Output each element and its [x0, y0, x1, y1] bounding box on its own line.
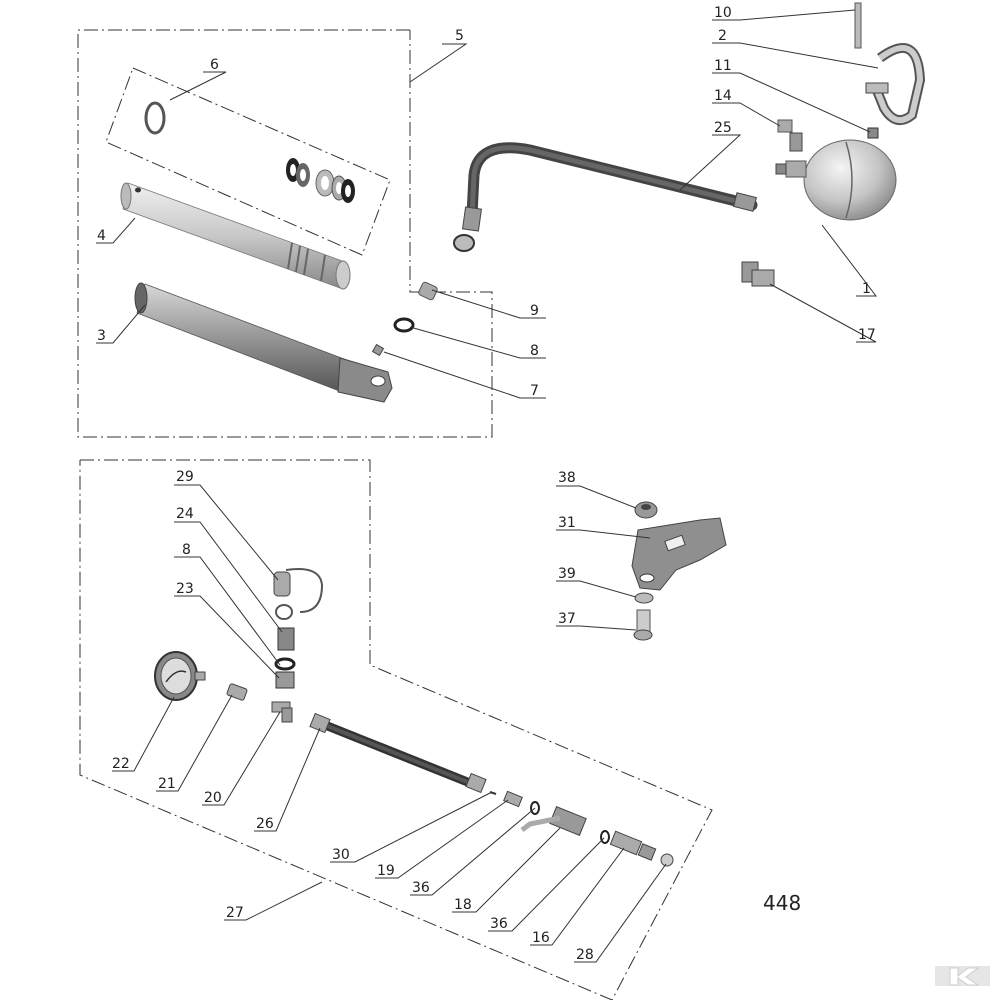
group-27-boundary: [79, 459, 713, 1000]
bolt-37: [633, 609, 653, 641]
hose-26: [309, 712, 487, 794]
callout-5: 5: [455, 28, 464, 44]
callout-17: 17: [858, 327, 876, 343]
leader-lines: [96, 9, 879, 963]
mounting-bracket: [631, 517, 727, 591]
callout-2: 2: [718, 28, 727, 44]
tee-20: [271, 701, 293, 723]
callout-11: 11: [714, 58, 732, 74]
callout-6: 6: [210, 57, 219, 73]
seal-36: [600, 830, 610, 844]
clamp-band: [865, 43, 926, 126]
callout-31: 31: [558, 515, 576, 531]
callout-26: 26: [256, 816, 274, 832]
callout-16: 16: [532, 930, 550, 946]
cylinder-tube: [134, 282, 393, 403]
callout-18: 18: [454, 897, 472, 913]
callout-8: 8: [530, 343, 539, 359]
washer-39: [634, 592, 654, 604]
callout-23: 23: [176, 581, 194, 597]
callout-10: 10: [714, 5, 732, 21]
callout-25: 25: [714, 120, 732, 136]
callout-38: 38: [558, 470, 576, 486]
callout-20: 20: [204, 790, 222, 806]
callout-36-first: 36: [412, 880, 430, 896]
callout-24: 24: [176, 506, 194, 522]
hose-25: [453, 142, 758, 252]
nut-11: [867, 127, 879, 139]
bolt-10: [854, 2, 862, 49]
callout-8-testkit: 8: [182, 542, 191, 558]
ball-valve-18: [520, 806, 587, 836]
callout-7: 7: [530, 383, 539, 399]
fittings-14: [777, 119, 803, 152]
callout-36-second: 36: [490, 916, 508, 932]
group-5-boundary: [77, 29, 493, 438]
callout-30: 30: [332, 847, 350, 863]
callout-4: 4: [97, 228, 106, 244]
callout-29: 29: [176, 469, 194, 485]
callout-27: 27: [226, 905, 244, 921]
callout-3: 3: [97, 328, 106, 344]
callout-21: 21: [158, 776, 176, 792]
callout-37: 37: [558, 611, 576, 627]
test-coupling-29: [273, 568, 324, 620]
gauge-22: [154, 651, 206, 701]
group-6-boundary: [105, 67, 391, 256]
fittings-9-8-7: [371, 281, 438, 357]
fitting-21: [226, 683, 248, 701]
callout-9: 9: [530, 303, 539, 319]
callout-22: 22: [112, 756, 130, 772]
elbow-17: [741, 261, 775, 287]
brand-logo-mark: [935, 966, 990, 986]
callout-14: 14: [714, 88, 732, 104]
nut-38: [634, 501, 658, 519]
figure-number: 448: [763, 891, 801, 915]
callout-39: 39: [558, 566, 576, 582]
accumulator: [775, 139, 897, 221]
seal-kit-parts: [144, 101, 355, 203]
coupling-16-28: [609, 830, 674, 867]
callout-28: 28: [576, 947, 594, 963]
callout-19: 19: [377, 863, 395, 879]
piston-rod: [120, 182, 351, 290]
callout-1: 1: [862, 281, 871, 297]
adapter-24-8-23: [274, 627, 296, 689]
